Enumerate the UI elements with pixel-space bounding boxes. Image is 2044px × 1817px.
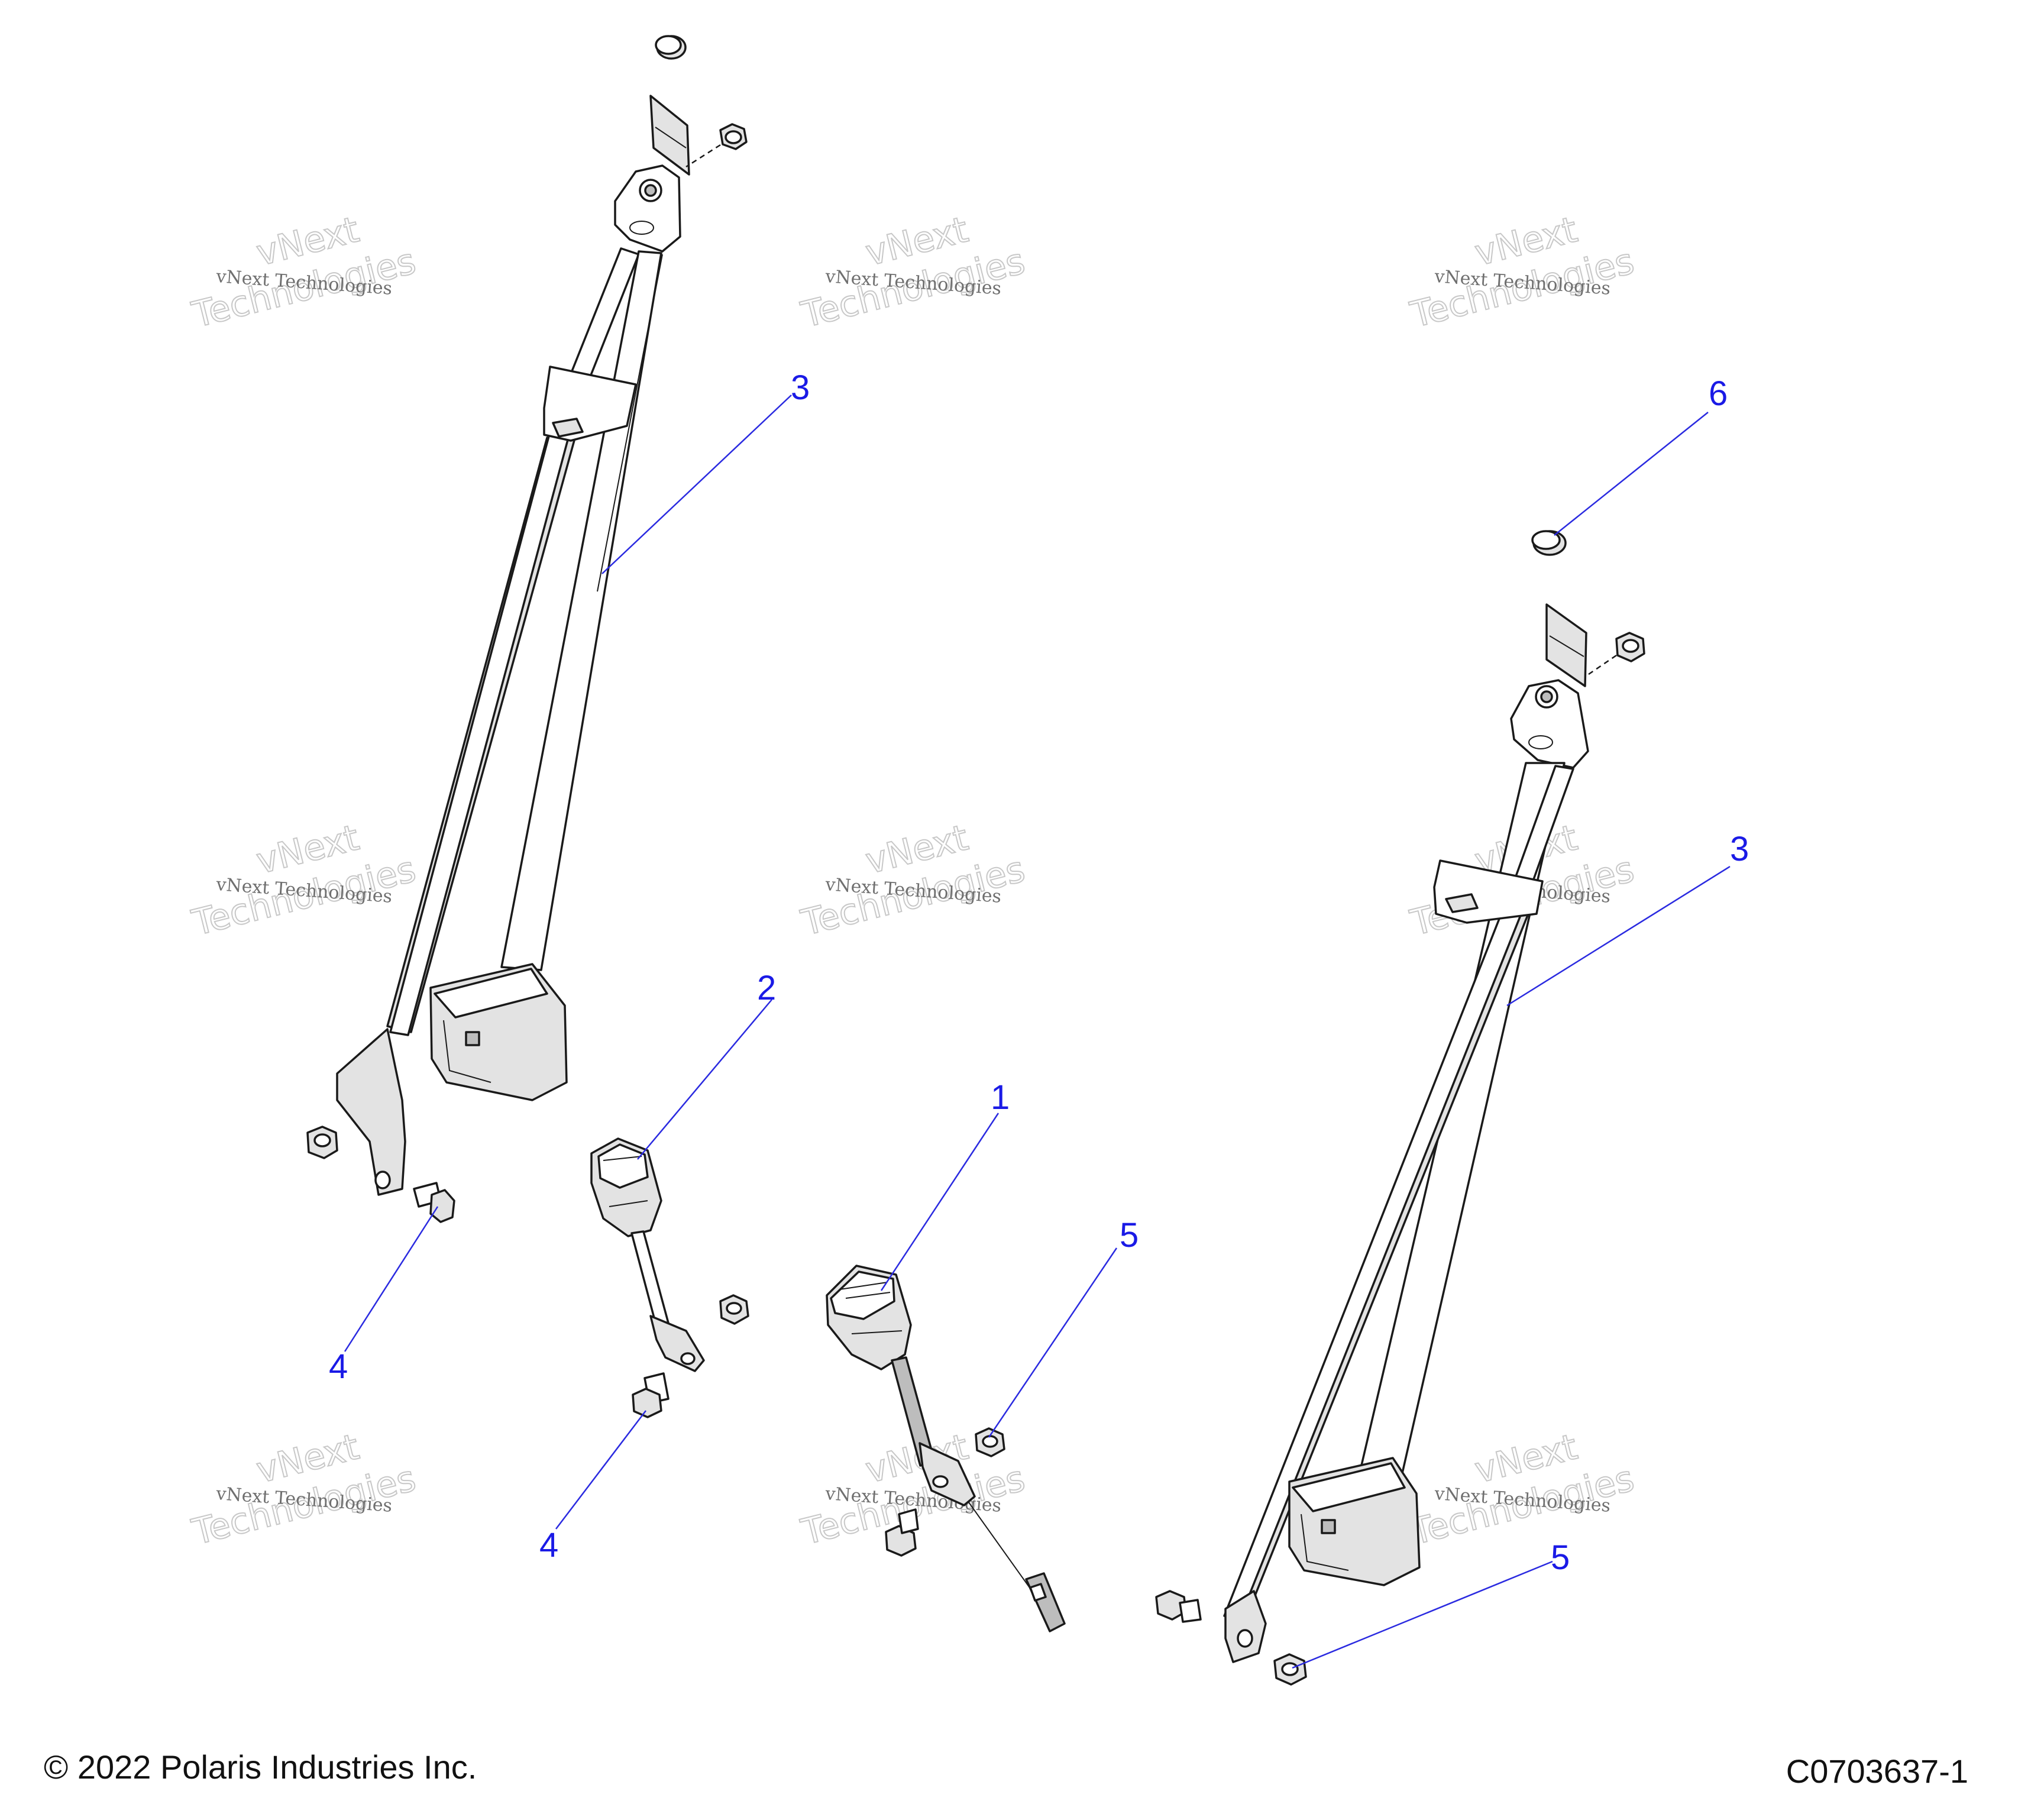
left-seat-belt-assembly [306, 35, 748, 1223]
right-seat-belt-assembly [1155, 530, 1645, 1686]
right-anchor-bolt [1155, 1590, 1202, 1623]
watermark: vNext Technologies [797, 208, 1030, 337]
callout-6: 6 [1709, 374, 1728, 413]
buckle-1-nut [975, 1427, 1005, 1457]
watermark: vNext Technologies [187, 208, 421, 337]
left-upper-anchor [614, 164, 681, 253]
left-upper-tab [649, 95, 690, 176]
buckle-1-bolt [885, 1508, 919, 1557]
left-top-nut [719, 123, 748, 150]
right-upper-tab [1545, 603, 1587, 687]
callout-3-right: 3 [1730, 830, 1749, 868]
left-webbing-inner [500, 250, 662, 971]
buckle-part-1 [826, 1265, 1066, 1632]
copyright-text: © 2022 Polaris Industries Inc. [44, 1748, 477, 1786]
callout-4-center: 4 [539, 1526, 558, 1564]
watermark: vNext Technologies [797, 816, 1030, 945]
callout-5-lower: 5 [1551, 1538, 1570, 1577]
buckle-part-2 [590, 1137, 705, 1372]
right-top-nut [1615, 632, 1645, 662]
center-bolt [632, 1372, 670, 1418]
right-cap-plug [1531, 530, 1567, 556]
left-lower-anchor-plate [336, 1028, 406, 1196]
callout-4-left: 4 [329, 1347, 348, 1386]
watermark: vNext Technologies [187, 1425, 421, 1554]
callout-5-upper: 5 [1120, 1216, 1139, 1255]
callout-2: 2 [757, 969, 776, 1007]
nut-near-buckle-2 [719, 1294, 749, 1325]
leader-lines [344, 395, 1731, 1669]
figure-id: C0703637-1 [1786, 1753, 1968, 1790]
left-anchor-bolt [413, 1182, 455, 1223]
right-anchor-nut [1273, 1653, 1307, 1686]
left-anchor-nut [306, 1126, 338, 1159]
buckle-1-connector [1025, 1572, 1066, 1632]
left-cap-plug [655, 35, 687, 60]
callout-1: 1 [991, 1078, 1010, 1117]
callouts: 3 6 3 2 1 5 5 4 4 [329, 368, 1749, 1577]
watermark: vNext Technologies [1406, 1425, 1639, 1554]
watermark: vNext Technologies [1406, 208, 1639, 337]
callout-3-left: 3 [791, 368, 810, 407]
right-lower-anchor-plate [1224, 1590, 1267, 1663]
watermark: vNext Technologies [187, 816, 421, 945]
